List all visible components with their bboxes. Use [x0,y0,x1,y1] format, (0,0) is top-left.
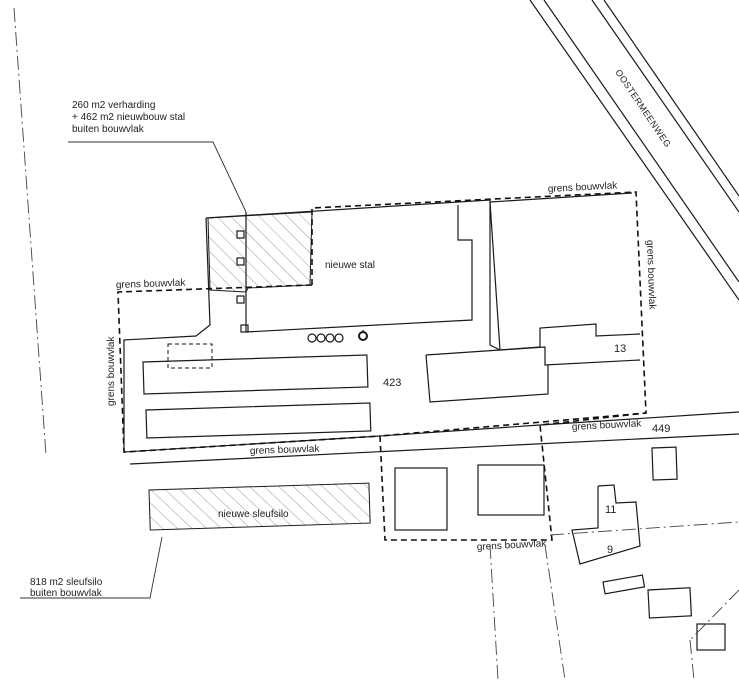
grens-label-left-top: grens bouwvlak [116,278,187,291]
grens-label-top: grens bouwvlak [548,180,619,195]
left-boundary-line [13,7,47,456]
grens-label-south: grens bouwvlak [477,538,548,553]
grens-label-left: grens bouwvlak [106,336,117,406]
sleufsilo-note: 818 m2 sleufsilo buiten bouwvlak [30,577,103,599]
house-number-13: 13 [614,343,626,355]
house-number-9: 9 [607,544,613,556]
grens-bouwvlak-boundary [117,191,647,541]
parcel-dashdot-lines [489,521,739,680]
sleufsilo-leader [20,536,163,599]
verharding-leader [68,141,247,213]
nieuwe-sleufsilo-area [148,482,371,531]
nieuwe-stal-label: nieuwe stal [325,260,375,271]
verharding-note: 260 m2 verharding + 462 m2 nieuwbouw sta… [72,100,185,135]
svg-text:818 m2 sleufsilo: 818 m2 sleufsilo [30,577,103,588]
neighbouring-buildings [571,446,726,651]
svg-text:+ 462 m2 nieuwbouw stal: + 462 m2 nieuwbouw stal [72,112,185,123]
nieuwe-stal-hatched-area [207,211,313,293]
house-number-423: 423 [383,377,401,389]
nieuwe-sleufsilo-label: nieuwe sleufsilo [218,509,289,520]
road-label: OOSTERMEENWEG [613,68,673,150]
grens-label-bottom: grens bouwvlak [250,444,321,457]
grens-label-right: grens bouwvlak [644,240,657,311]
grens-label-right-lower: grens bouwvlak [572,418,643,433]
house-number-11: 11 [605,504,616,516]
road-oostermeenweg [529,0,739,301]
svg-text:buiten bouwvlak: buiten bouwvlak [30,588,103,599]
svg-text:buiten bouwvlak: buiten bouwvlak [72,124,145,135]
svg-text:260 m2 verharding: 260 m2 verharding [72,100,155,111]
house-number-449: 449 [652,423,670,435]
